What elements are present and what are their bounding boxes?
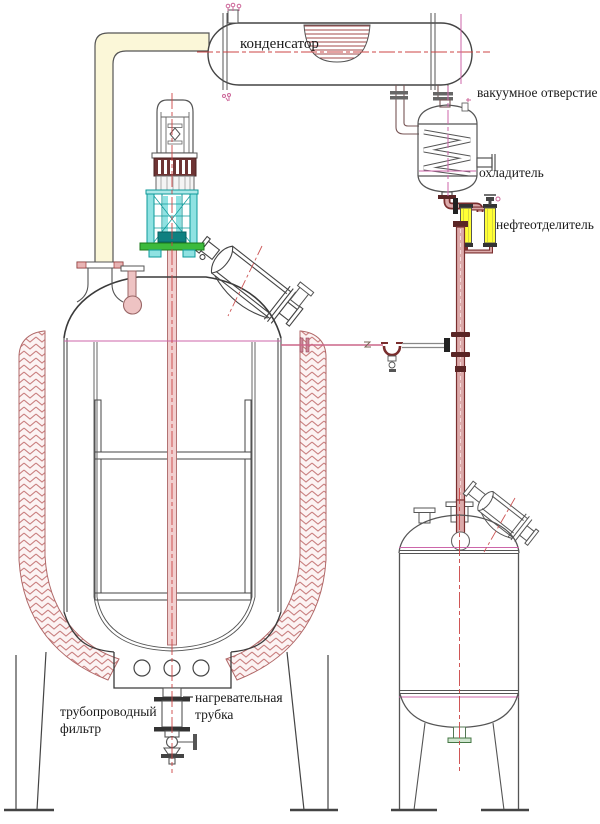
label-pipeline-filter-1: трубопроводный — [60, 704, 157, 719]
small-vent-mark — [222, 93, 231, 102]
condensate-downpipe — [451, 221, 470, 506]
receiver-manhole — [462, 480, 540, 547]
bottom-outlet-filter — [154, 687, 197, 765]
thermowell-nozzle — [120, 265, 145, 315]
cooler — [417, 98, 496, 199]
condenser-vent-valve-icon — [225, 2, 242, 11]
label-pipeline-filter-2: фильтр — [60, 721, 101, 736]
label-heating-tube-1: нагревательная — [195, 690, 283, 705]
condenser-downcomer-pipes — [390, 85, 453, 135]
label-condenser: конденсатор — [240, 36, 319, 52]
shoulder-nozzle — [289, 281, 315, 308]
trap-drain-valve-icon — [387, 355, 397, 372]
label-oil-separator: нефтеотделитель — [496, 217, 594, 232]
receiver-vessel — [391, 499, 529, 812]
label-cooler: охладитель — [479, 165, 544, 180]
labels: конденсатор вакуумное отверстие охладите… — [60, 36, 598, 736]
reactor-manhole — [195, 235, 304, 327]
centerlines — [171, 14, 516, 773]
separator-valve-icon — [484, 194, 501, 205]
reactor-insulation — [18, 330, 327, 681]
agitator-motor — [151, 99, 198, 191]
label-heating-tube-2: трубка — [195, 707, 233, 722]
overflow-line — [281, 337, 450, 372]
label-vacuum-port: вакуумное отверстие — [477, 85, 598, 100]
condenser — [207, 2, 473, 90]
reactor-legs — [4, 651, 338, 812]
